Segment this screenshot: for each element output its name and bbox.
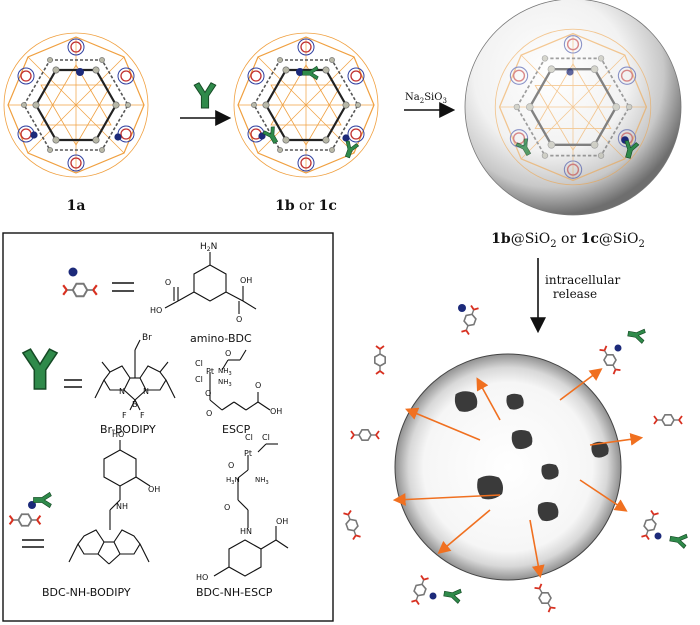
svg-text:HO: HO	[150, 306, 162, 315]
svg-text:H3N: H3N	[226, 476, 240, 486]
legend-bdc-nh-bodipy-name: BDC-NH-BODIPY	[42, 586, 131, 599]
amino-marker-6	[342, 134, 350, 142]
svg-text:OH: OH	[240, 276, 252, 285]
svg-text:Cl: Cl	[245, 433, 253, 442]
label-release-1: intracellular	[545, 273, 620, 287]
svg-text:N: N	[143, 387, 149, 396]
svg-text:OH: OH	[276, 517, 288, 526]
legend-bdc-nh-escp: Cl Cl Pt O H3N NH3 O HN OH HO BDC-NH-ESC…	[196, 433, 288, 599]
svg-text:Pt: Pt	[244, 449, 252, 458]
svg-text:OH: OH	[270, 407, 282, 416]
legend-br-bodipy-name: Br-BODIPY	[100, 423, 156, 436]
structure-1a: 1a	[2, 31, 150, 214]
svg-text:O: O	[236, 315, 242, 324]
label-na2sio3: Na2SiO3	[405, 92, 447, 105]
svg-text:Cl: Cl	[195, 359, 203, 368]
amino-marker-3	[114, 133, 122, 141]
svg-text:O: O	[255, 381, 261, 390]
legend-escp: O Cl Pt NH3 Cl NH3 O O O OH ESCP	[195, 349, 282, 436]
amino-marker-1	[76, 68, 84, 76]
legend-bdc-nh-escp-name: BDC-NH-ESCP	[196, 586, 273, 599]
release-arrows	[392, 368, 644, 579]
svg-text:NH3: NH3	[218, 367, 232, 377]
structure-1b-1c: 1b or 1c	[232, 31, 380, 214]
svg-text:OH: OH	[148, 485, 160, 494]
legend-amino-bdc: H2N O HO OH O amino-BDC	[62, 242, 257, 345]
label-release-2: release	[553, 287, 597, 301]
label-1b-1c: 1b or 1c	[275, 198, 337, 214]
svg-text:B: B	[132, 400, 138, 409]
amino-marker-7	[566, 68, 574, 76]
svg-text:NH3: NH3	[218, 378, 232, 388]
svg-text:HN: HN	[240, 527, 252, 536]
amino-marker-4	[296, 68, 304, 76]
arrow-3: intracellular release	[530, 258, 620, 334]
amino-marker-2	[30, 131, 38, 139]
bodipy-attached-1	[302, 65, 319, 81]
legend-bdc-nh-bodipy: HO OH NH BDC-NH-BODIPY	[8, 430, 160, 599]
svg-text:NH: NH	[116, 502, 128, 511]
svg-text:Br: Br	[142, 333, 152, 343]
legend-br-bodipy: Br N N B F F Br-BODIPY	[22, 333, 176, 436]
svg-text:O: O	[225, 349, 231, 358]
svg-text:NH3: NH3	[255, 476, 269, 486]
svg-text:Cl: Cl	[262, 433, 270, 442]
svg-text:O: O	[224, 503, 230, 512]
label-1a: 1a	[67, 198, 86, 214]
svg-text:N: N	[119, 387, 125, 396]
bodipy-y-icon	[193, 82, 217, 109]
svg-text:F: F	[140, 411, 145, 420]
svg-text:O: O	[228, 461, 234, 470]
silica-coated-particle: 1b@SiO2 or 1c@SiO2	[464, 0, 682, 250]
legend-amino-bdc-name: amino-BDC	[190, 332, 252, 345]
svg-text:HO: HO	[196, 573, 208, 582]
svg-text:O: O	[206, 409, 212, 418]
legend-escp-name: ESCP	[222, 423, 251, 436]
arrow-2: Na2SiO3	[404, 92, 456, 118]
svg-text:O: O	[205, 389, 211, 398]
svg-text:HO: HO	[112, 430, 124, 439]
svg-text:O: O	[165, 278, 171, 287]
svg-text:Cl: Cl	[195, 375, 203, 384]
svg-text:Pt: Pt	[206, 367, 214, 376]
label-silica: 1b@SiO2 or 1c@SiO2	[491, 231, 645, 250]
legend-box: H2N O HO OH O amino-BDC	[2, 232, 334, 622]
svg-text:F: F	[122, 411, 127, 420]
arrow-1	[180, 82, 232, 126]
cell-release	[341, 304, 689, 614]
svg-text:H2N: H2N	[200, 242, 217, 253]
